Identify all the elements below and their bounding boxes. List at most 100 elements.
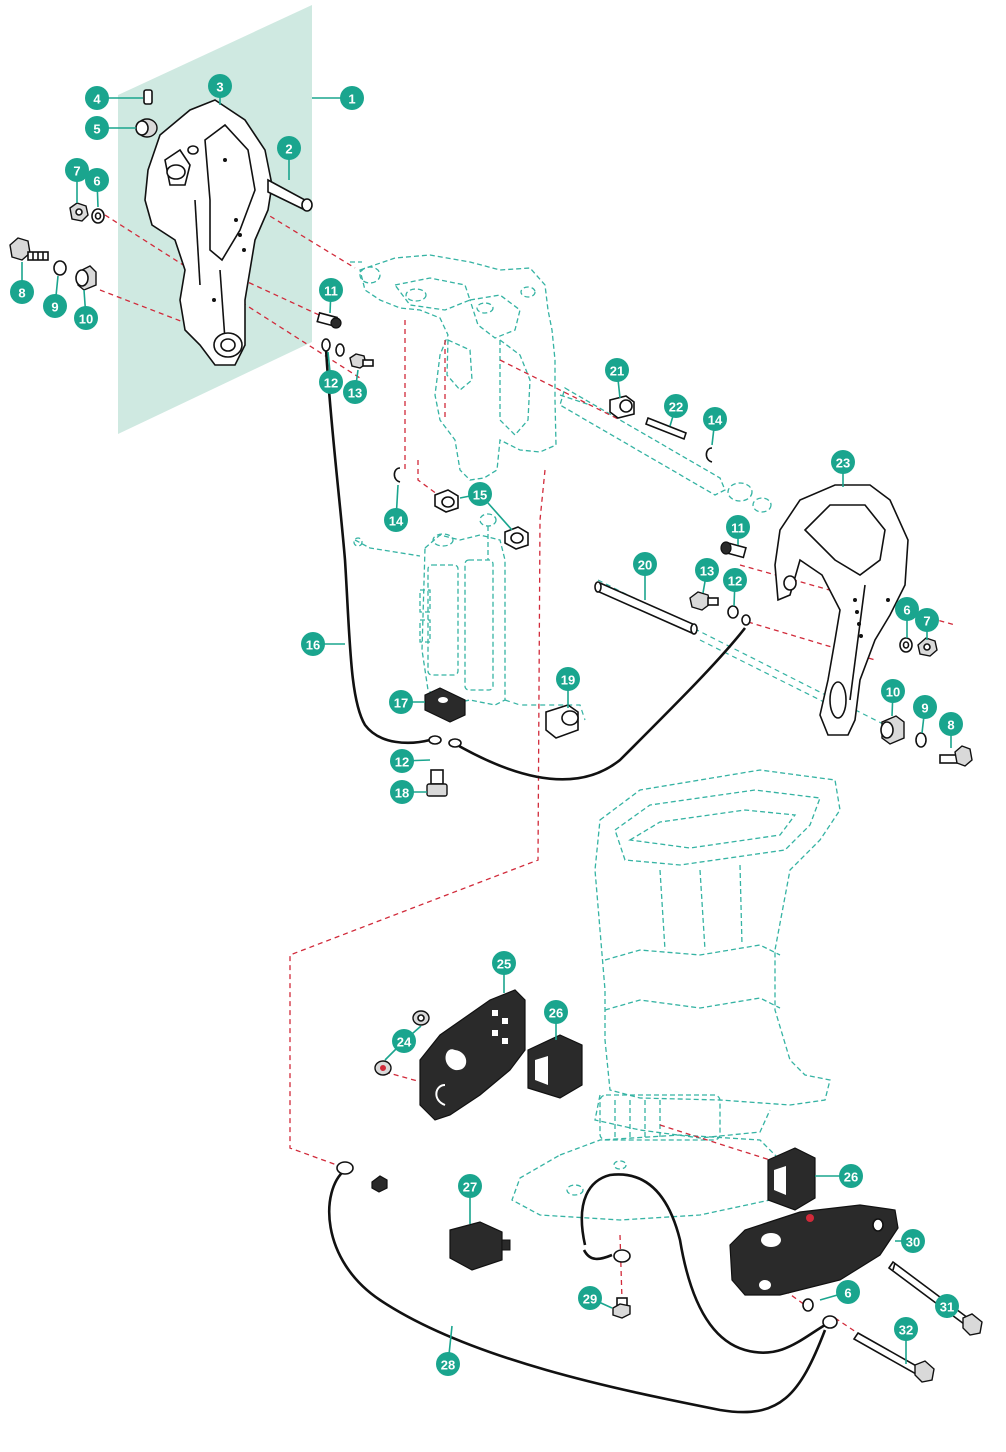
- callout-circle: [703, 407, 727, 431]
- washer-6-right: [899, 637, 913, 653]
- callout-circle: [831, 450, 855, 474]
- callout-number: 14: [708, 413, 723, 428]
- callout-circle: [839, 1164, 863, 1188]
- pin-2: [267, 178, 313, 212]
- callout-circle: [390, 749, 414, 773]
- callout-12: 12: [723, 568, 747, 607]
- bushing-21: [609, 395, 635, 419]
- callout-number: 15: [473, 488, 487, 503]
- bolt-8-right: [939, 745, 973, 767]
- callout-circle: [340, 86, 364, 110]
- callout-5: 5: [85, 116, 136, 140]
- callout-circle: [208, 74, 232, 98]
- callout-4: 4: [85, 86, 143, 110]
- bushing-10-left: [75, 265, 97, 291]
- bolt-11-right: [720, 541, 747, 559]
- callout-2: 2: [277, 136, 301, 180]
- callout-circle: [544, 1000, 568, 1024]
- callout-29: 29: [578, 1286, 613, 1310]
- tilt-tube-ghost: [559, 387, 772, 513]
- callout-22: 22: [664, 394, 688, 427]
- callout-circle: [913, 695, 937, 719]
- callout-26: 26: [815, 1164, 863, 1188]
- callout-21: 21: [605, 358, 629, 399]
- callout-28: 28: [436, 1325, 460, 1376]
- washer-9-left: [53, 260, 67, 276]
- callout-number: 5: [93, 122, 100, 137]
- callout-26: 26: [544, 1000, 568, 1040]
- callout-20: 20: [633, 552, 657, 600]
- callout-8: 8: [939, 712, 963, 748]
- callout-number: 16: [306, 638, 320, 653]
- mount-bracket-30: [729, 1204, 899, 1296]
- callout-12: 12: [390, 749, 431, 773]
- callout-number: 7: [923, 614, 930, 629]
- callout-circle: [74, 306, 98, 330]
- washer-6-lower: [802, 1218, 884, 1312]
- callout-number: 3: [216, 80, 223, 95]
- callout-number: 14: [389, 514, 404, 529]
- callout-number: 13: [700, 564, 714, 579]
- callout-number: 20: [638, 558, 652, 573]
- callout-number: 12: [395, 755, 409, 770]
- driveshaft-housing-ghost: [511, 769, 841, 1221]
- callout-circle: [10, 280, 34, 304]
- callout-number: 32: [899, 1323, 913, 1338]
- callout-6: 6: [819, 1280, 860, 1304]
- callout-9: 9: [913, 695, 937, 734]
- callout-31: 31: [935, 1294, 959, 1318]
- washer-12-middle: [428, 735, 462, 748]
- callout-circle: [436, 1352, 460, 1376]
- callout-number: 31: [940, 1300, 954, 1315]
- bolt-8-left: [9, 237, 49, 261]
- callout-circle: [301, 632, 325, 656]
- callout-number: 10: [886, 685, 900, 700]
- callout-number: 28: [441, 1358, 455, 1373]
- callout-19: 19: [556, 667, 580, 708]
- callout-1: 1: [312, 86, 364, 110]
- callout-circle: [319, 278, 343, 302]
- callout-10: 10: [881, 679, 905, 717]
- callout-circle: [895, 597, 919, 621]
- callout-27: 27: [458, 1174, 482, 1224]
- callout-circle: [389, 690, 413, 714]
- callout-circle: [277, 136, 301, 160]
- callout-circle: [578, 1286, 602, 1310]
- callout-circle: [726, 515, 750, 539]
- callout-6: 6: [895, 597, 919, 638]
- rubber-mount-26-upper: [527, 1034, 583, 1099]
- callout-14: 14: [384, 484, 408, 532]
- callout-circle: [605, 358, 629, 382]
- callout-6: 6: [85, 168, 109, 208]
- callout-circle: [468, 482, 492, 506]
- bushing-5: [135, 118, 158, 138]
- callout-circle: [935, 1294, 959, 1318]
- callout-25: 25: [492, 951, 516, 993]
- callout-number: 6: [93, 174, 100, 189]
- callout-circle: [836, 1280, 860, 1304]
- callout-23: 23: [831, 450, 855, 487]
- bushing-15b: [504, 526, 529, 550]
- callout-circle: [343, 380, 367, 404]
- callout-10: 10: [74, 289, 98, 330]
- callout-number: 12: [324, 376, 338, 391]
- callout-circle: [85, 168, 109, 192]
- fitting-18: [426, 769, 448, 797]
- callout-circle: [894, 1317, 918, 1341]
- callout-17: 17: [389, 690, 425, 714]
- callout-number: 23: [836, 456, 850, 471]
- callout-11: 11: [726, 515, 750, 545]
- tube-20: [594, 581, 698, 635]
- washer-6-left: [91, 208, 105, 224]
- callout-24: 24: [384, 1025, 422, 1061]
- callout-number: 29: [583, 1292, 597, 1307]
- callout-number: 8: [947, 718, 954, 733]
- callout-number: 8: [18, 286, 25, 301]
- callout-number: 19: [561, 673, 575, 688]
- callout-circle: [65, 158, 89, 182]
- bolt-13-right: [689, 591, 719, 611]
- bushing-15a: [434, 489, 459, 513]
- rubber-mount-26-lower: [767, 1147, 816, 1211]
- callout-circle: [556, 667, 580, 691]
